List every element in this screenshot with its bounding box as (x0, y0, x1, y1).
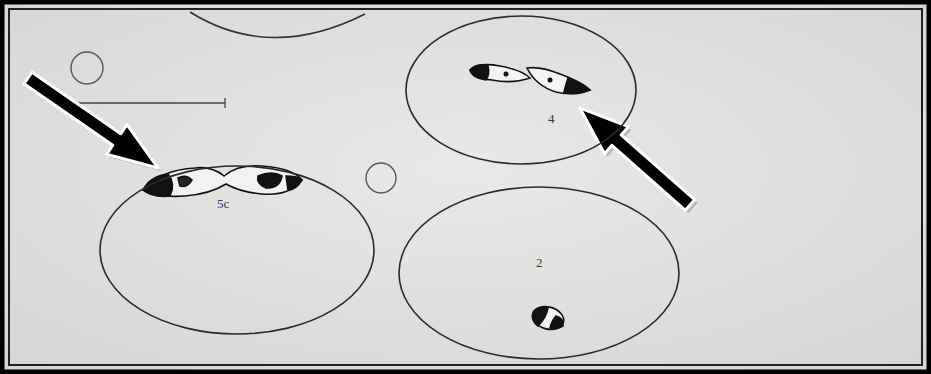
small-circle (71, 52, 103, 84)
nucleus-spot (530, 303, 567, 333)
cell-ellipse (399, 187, 679, 359)
inner-frame (9, 9, 922, 365)
specimen-number: 4 (548, 112, 555, 125)
partial-cell-outline (190, 12, 365, 38)
cell-outline: 4 (405, 15, 637, 165)
cell-ellipse (406, 16, 636, 164)
cell-ellipse (99, 165, 375, 335)
pointer-arrow (18, 63, 171, 186)
specimen-number: 5c (217, 197, 229, 210)
pointer-arrow (568, 94, 705, 221)
specimen-number: 2 (536, 256, 543, 269)
cell-ellipse (398, 186, 680, 360)
cell-outline: 5c (99, 165, 375, 335)
scale-bar (72, 98, 225, 108)
nucleus-spots (470, 65, 590, 94)
small-circle (366, 163, 396, 193)
cell-outline: 2 (398, 186, 680, 360)
cell-ellipse (100, 166, 374, 334)
cell-ellipse (405, 15, 637, 165)
